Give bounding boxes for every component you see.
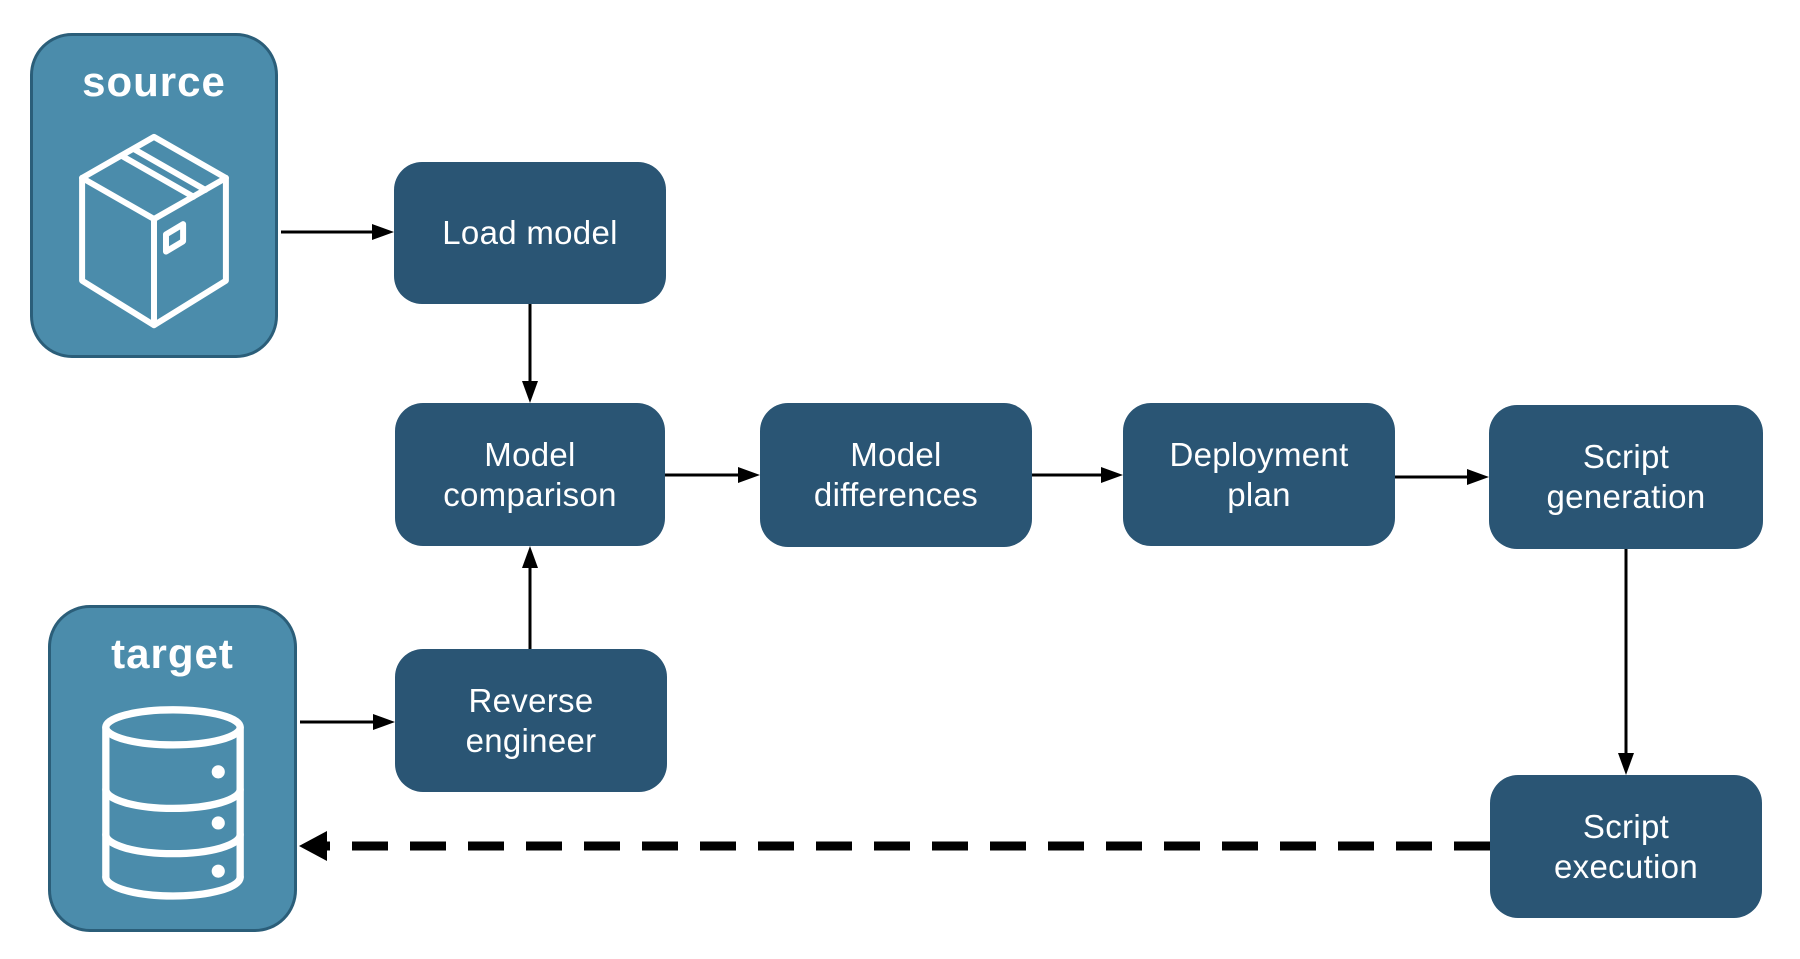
target-label: target	[111, 630, 234, 677]
node-model-comparison: Model comparison	[395, 403, 665, 546]
package-icon	[33, 106, 275, 355]
database-icon	[51, 678, 294, 929]
node-model-differences-label: Model differences	[813, 436, 979, 513]
node-deployment-plan: Deployment plan	[1123, 403, 1395, 546]
arrow-model-differences-to-deployment-plan	[1032, 467, 1123, 483]
node-script-execution: Script execution	[1490, 775, 1762, 918]
node-script-execution-label: Script execution	[1554, 807, 1698, 885]
node-load-model-label: Load model	[442, 214, 618, 252]
arrow-reverse-engineer-to-model-comparison	[522, 546, 538, 649]
node-reverse-engineer: Reverse engineer	[395, 649, 667, 792]
arrow-script-execution-to-target-dashed	[299, 831, 1490, 861]
arrow-deployment-plan-to-script-generation	[1395, 469, 1489, 485]
arrow-target-to-reverse-engineer	[300, 714, 395, 730]
node-script-generation-label: Script generation	[1546, 438, 1706, 515]
arrow-model-comparison-to-model-differences	[665, 467, 760, 483]
node-model-comparison-label: Model comparison	[443, 435, 617, 513]
target-endpoint-box: target	[48, 605, 297, 932]
node-deployment-plan-label: Deployment plan	[1169, 435, 1349, 513]
node-script-generation: Script generation	[1489, 405, 1763, 549]
source-endpoint-box: source	[30, 33, 278, 358]
arrow-source-to-load-model	[281, 224, 394, 240]
arrow-script-generation-to-script-execution	[1618, 549, 1634, 775]
node-model-differences: Model differences	[760, 403, 1032, 547]
source-label: source	[82, 58, 226, 105]
node-load-model: Load model	[394, 162, 666, 304]
arrow-load-model-to-model-comparison	[522, 304, 538, 403]
node-reverse-engineer-label: Reverse engineer	[465, 681, 597, 759]
